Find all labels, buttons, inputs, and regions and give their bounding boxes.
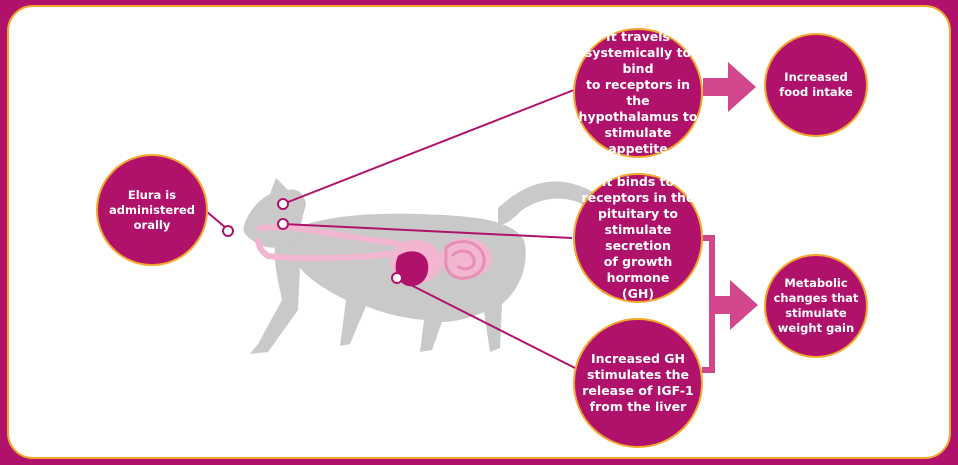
bubble-administered-text: Elura is administered orally — [109, 188, 195, 233]
bubble-metabolic-text: Metabolic changes that stimulate weight … — [774, 276, 859, 336]
bubble-hypothalamus: It travels systemically to bind to recep… — [573, 28, 703, 158]
bubble-administered: Elura is administered orally — [96, 154, 208, 266]
bubble-igf1-text: Increased GH stimulates the release of I… — [582, 351, 693, 415]
bubble-food-intake-text: Increased food intake — [779, 70, 853, 100]
bubble-hypothalamus-text: It travels systemically to bind to recep… — [575, 29, 701, 157]
right-arrow-icon — [712, 280, 758, 330]
bracket-connector — [702, 238, 712, 370]
bubble-pituitary: It binds to receptors in the pituitary t… — [573, 173, 703, 303]
bubble-metabolic: Metabolic changes that stimulate weight … — [764, 254, 868, 358]
bubble-igf1: Increased GH stimulates the release of I… — [573, 318, 703, 448]
right-arrow-icon — [703, 62, 756, 112]
bubble-pituitary-text: It binds to receptors in the pituitary t… — [575, 174, 701, 302]
bubble-food-intake: Increased food intake — [764, 33, 868, 137]
